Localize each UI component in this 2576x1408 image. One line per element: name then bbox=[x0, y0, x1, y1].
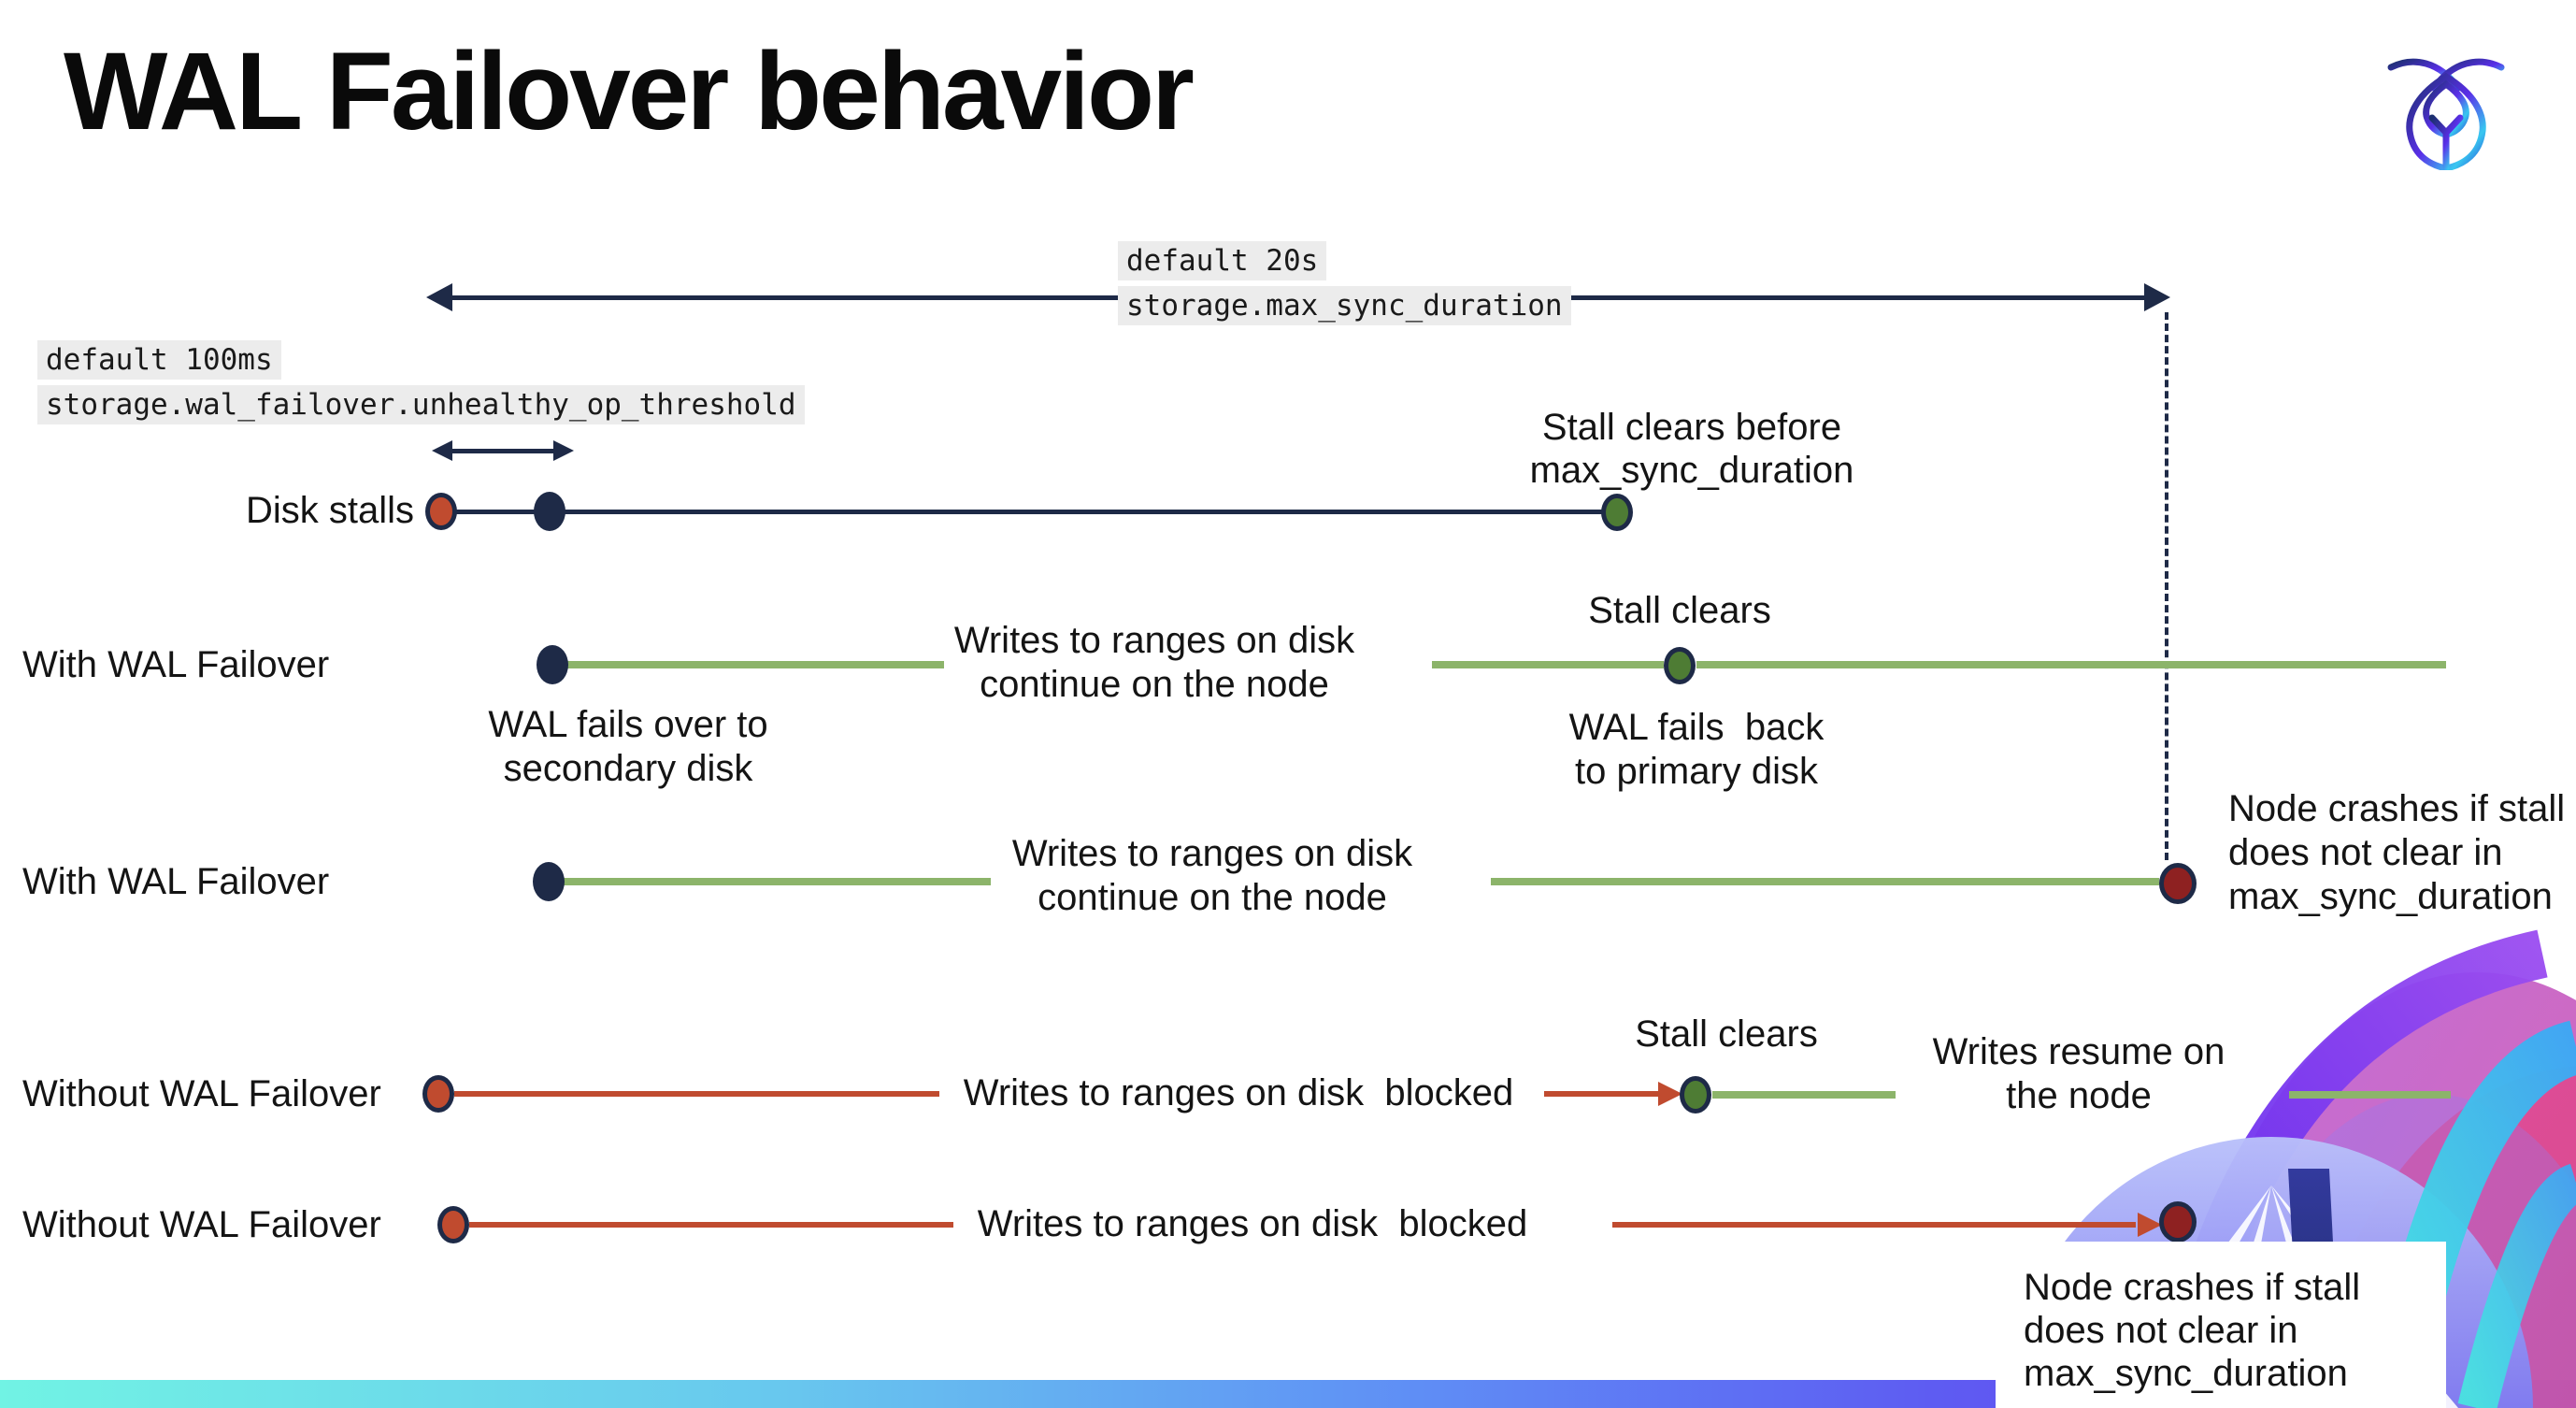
row-label-without-wal-failover-1: Without WAL Failover bbox=[22, 1073, 381, 1114]
unhealthy-op-default-value: default 100ms bbox=[37, 340, 281, 380]
row-label-with-wal-failover-1: With WAL Failover bbox=[22, 644, 330, 685]
writes-continue-line bbox=[1491, 878, 2159, 885]
annotation-writes-blocked-2: Writes to ranges on disk blocked bbox=[977, 1203, 1528, 1244]
writes-blocked-line bbox=[1612, 1222, 2136, 1228]
small-arrowhead-left-icon bbox=[432, 440, 452, 461]
writes-resume-line bbox=[2289, 1091, 2451, 1099]
red-arrowhead-icon bbox=[2138, 1213, 2162, 1237]
annotation-line: Writes to ranges on disk bbox=[1011, 833, 1413, 874]
annotation-line: WAL fails back bbox=[1568, 707, 1825, 748]
annotation-line: Node crashes if stall bbox=[2024, 1267, 2361, 1308]
threshold-dot bbox=[534, 492, 565, 531]
annotation-line: does not clear in bbox=[2024, 1310, 2298, 1351]
annotation-writes-blocked-1: Writes to ranges on disk blocked bbox=[963, 1072, 1514, 1113]
annotation-line: Node crashes if stall bbox=[2228, 788, 2566, 829]
annotation-line: to primary disk bbox=[1574, 751, 1819, 792]
annotation-line: does not clear in bbox=[2228, 832, 2503, 873]
cockroachdb-logo bbox=[2387, 58, 2505, 170]
annotation-line: Writes resume on bbox=[1932, 1031, 2225, 1072]
stall-start-dot bbox=[437, 1206, 469, 1243]
fail-back-dot bbox=[1664, 647, 1696, 684]
unhealthy-op-threshold-setting-label: default 100ms storage.wal_failover.unhea… bbox=[37, 340, 805, 424]
max-sync-default-value: default 20s bbox=[1118, 241, 1327, 280]
stall-clear-dot bbox=[1601, 494, 1633, 531]
max-sync-setting-name: storage.max_sync_duration bbox=[1118, 286, 1571, 325]
writes-continue-line bbox=[1696, 661, 2446, 668]
annotation-line: Writes to ranges on disk bbox=[953, 620, 1355, 661]
annotation-line: max_sync_duration bbox=[2024, 1353, 2348, 1394]
annotation-line: continue on the node bbox=[980, 664, 1329, 705]
annotation-line: Stall clears before bbox=[1541, 407, 1842, 448]
stall-clear-dot bbox=[1680, 1076, 1711, 1113]
small-arrowhead-right-icon bbox=[553, 440, 574, 461]
writes-resume-line bbox=[1712, 1091, 1896, 1099]
writes-continue-line bbox=[565, 661, 944, 668]
writes-blocked-line bbox=[1544, 1091, 1671, 1097]
annotation-line: continue on the node bbox=[1038, 877, 1387, 918]
annotation-line: max_sync_duration bbox=[1529, 450, 1854, 491]
stall-start-dot bbox=[425, 493, 457, 530]
annotation-line: secondary disk bbox=[503, 748, 753, 789]
max-sync-duration-setting-label: default 20s storage.max_sync_duration bbox=[1118, 241, 1571, 325]
row-label-disk-stalls: Disk stalls bbox=[245, 490, 414, 531]
writes-continue-line bbox=[1432, 661, 1664, 668]
arrowhead-right-icon bbox=[2144, 283, 2170, 311]
max-sync-deadline-dashed-line bbox=[2165, 312, 2168, 860]
stall-start-dot bbox=[422, 1075, 454, 1113]
page-title: WAL Failover behavior bbox=[64, 30, 1195, 153]
failover-dot bbox=[537, 645, 568, 684]
row-label-without-wal-failover-2: Without WAL Failover bbox=[22, 1204, 381, 1245]
red-arrowhead-icon bbox=[1658, 1082, 1682, 1106]
unhealthy-op-setting-name: storage.wal_failover.unhealthy_op_thresh… bbox=[37, 385, 805, 424]
node-crash-dot bbox=[2159, 1201, 2197, 1243]
node-crash-dot bbox=[2159, 863, 2197, 904]
annotation-stall-clears-2: Stall clears bbox=[1635, 1013, 1818, 1055]
failover-dot bbox=[533, 862, 565, 901]
row-label-with-wal-failover-2: With WAL Failover bbox=[22, 861, 330, 902]
disk-stalls-timeline bbox=[441, 510, 1617, 514]
annotation-line: max_sync_duration bbox=[2228, 876, 2553, 917]
writes-blocked-line bbox=[469, 1222, 953, 1228]
writes-blocked-line bbox=[454, 1091, 939, 1097]
annotation-line: WAL fails over to bbox=[488, 704, 768, 745]
annotation-line: the node bbox=[2006, 1075, 2152, 1116]
threshold-span-line bbox=[447, 449, 563, 453]
annotation-stall-clears-1: Stall clears bbox=[1588, 590, 1771, 631]
writes-continue-line bbox=[562, 878, 991, 885]
arrowhead-left-icon bbox=[426, 283, 452, 311]
